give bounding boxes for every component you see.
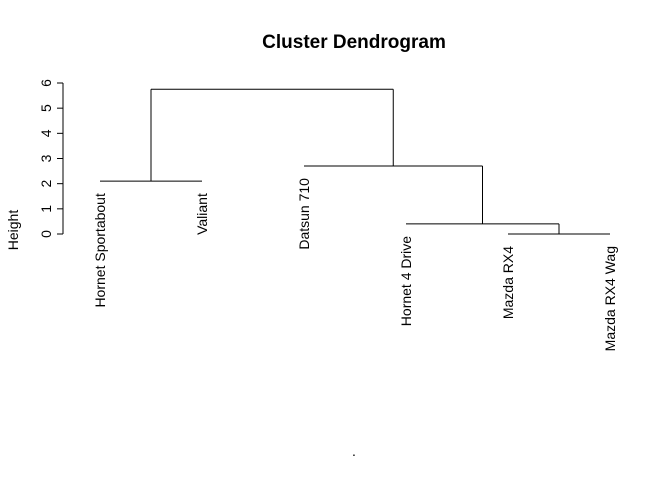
y-tick-label: 5 [38, 104, 54, 112]
x-axis-label: . [352, 443, 356, 459]
y-tick-label: 6 [38, 79, 54, 87]
leaf-label: Mazda RX4 Wag [602, 246, 618, 351]
dendrogram-tree [100, 88, 610, 235]
leaf-label: Datsun 710 [296, 178, 312, 250]
y-tick-label: 0 [38, 230, 54, 238]
y-tick-label: 2 [38, 180, 54, 188]
chart-title: Cluster Dendrogram [262, 32, 446, 53]
leaf-labels: Hornet Sportabout Valiant Datsun 710Hornet… [92, 178, 618, 351]
leaf-label: Valiant [194, 193, 210, 235]
y-tick-label: 3 [38, 154, 54, 162]
y-axis: 0 1 2 3 4 5 6 [38, 79, 64, 238]
y-axis-label: Height [5, 210, 21, 251]
leaf-label: Hornet 4 Drive [398, 236, 414, 326]
y-tick-label: 1 [38, 205, 54, 213]
y-tick-label: 4 [38, 129, 54, 137]
leaf-label: Mazda RX4 [500, 246, 516, 319]
leaf-label: Hornet Sportabout [92, 193, 108, 308]
